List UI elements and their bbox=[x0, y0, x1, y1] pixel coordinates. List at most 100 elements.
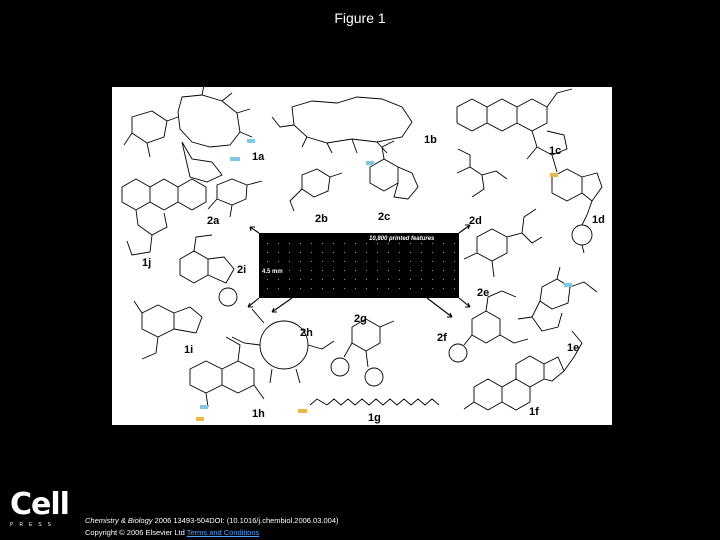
array-spot bbox=[366, 252, 367, 253]
label-1b: 1b bbox=[424, 134, 437, 146]
array-spot bbox=[344, 261, 345, 262]
structure-2i bbox=[179, 234, 238, 307]
array-spot bbox=[311, 270, 312, 271]
arrows bbox=[247, 224, 471, 318]
array-spot bbox=[410, 252, 411, 253]
array-spot bbox=[355, 279, 356, 280]
structure-1d bbox=[551, 168, 603, 254]
array-spot bbox=[322, 252, 323, 253]
structure-1i bbox=[133, 300, 203, 360]
array-spot bbox=[344, 279, 345, 280]
array-spot bbox=[267, 288, 268, 289]
array-spot bbox=[388, 288, 389, 289]
array-spot bbox=[355, 270, 356, 271]
array-spot bbox=[399, 288, 400, 289]
array-spot bbox=[366, 270, 367, 271]
array-spot bbox=[333, 243, 334, 244]
structure-1b bbox=[271, 96, 413, 154]
array-spot bbox=[267, 243, 268, 244]
array-spot bbox=[311, 288, 312, 289]
array-spot bbox=[300, 243, 301, 244]
array-spot bbox=[399, 270, 400, 271]
label-1i: 1i bbox=[184, 344, 194, 356]
array-spot bbox=[355, 261, 356, 262]
citation: Chemistry & Biology 2006 13493-504DOI: (… bbox=[85, 515, 339, 539]
label-1c: 1c bbox=[549, 145, 562, 157]
figure-panel: 1a 1b 1c 1d 1e 1f 1g 1h 1i 1j 2a 2b 2c 2… bbox=[112, 87, 612, 425]
array-spot bbox=[377, 270, 378, 271]
structure-1h bbox=[189, 336, 265, 408]
array-spot bbox=[344, 288, 345, 289]
structure-2b bbox=[289, 168, 343, 212]
array-spot bbox=[366, 279, 367, 280]
array-spot bbox=[454, 279, 455, 280]
terms-link[interactable]: Terms and Conditions bbox=[186, 528, 260, 537]
microarray-image: 10,800 printed features 4.5 mm bbox=[259, 233, 459, 298]
array-spot bbox=[432, 279, 433, 280]
label-1f: 1f bbox=[529, 406, 539, 418]
citation-details: 2006 13493-504DOI: (10.1016/j.chembiol.2… bbox=[152, 516, 339, 525]
array-spot bbox=[289, 243, 290, 244]
array-spot bbox=[388, 252, 389, 253]
array-spot bbox=[278, 252, 279, 253]
array-spot bbox=[300, 279, 301, 280]
array-spot bbox=[289, 252, 290, 253]
scale-text: 4.5 mm bbox=[262, 269, 283, 275]
array-spot bbox=[399, 243, 400, 244]
array-spot bbox=[278, 261, 279, 262]
array-spot bbox=[355, 288, 356, 289]
array-spot bbox=[311, 261, 312, 262]
array-spot bbox=[344, 270, 345, 271]
array-spot bbox=[421, 279, 422, 280]
structure-2d bbox=[456, 148, 508, 198]
label-2c: 2c bbox=[378, 211, 391, 223]
array-spot bbox=[322, 288, 323, 289]
array-spot bbox=[443, 279, 444, 280]
array-spot bbox=[377, 252, 378, 253]
array-spot bbox=[399, 261, 400, 262]
array-spot bbox=[267, 279, 268, 280]
array-spot bbox=[443, 261, 444, 262]
copyright-text: Copyright © 2006 Elsevier Ltd bbox=[85, 528, 185, 537]
array-spot bbox=[388, 270, 389, 271]
label-2i: 2i bbox=[237, 264, 247, 276]
label-2a: 2a bbox=[207, 215, 220, 227]
array-spot bbox=[454, 288, 455, 289]
label-1j: 1j bbox=[142, 257, 152, 269]
label-1g: 1g bbox=[368, 412, 381, 424]
array-spot bbox=[267, 252, 268, 253]
array-spot bbox=[300, 288, 301, 289]
array-spot bbox=[289, 261, 290, 262]
array-spot bbox=[421, 270, 422, 271]
structure-1j bbox=[121, 178, 207, 256]
array-spot bbox=[410, 279, 411, 280]
label-2e: 2e bbox=[477, 287, 490, 299]
array-spot bbox=[432, 261, 433, 262]
structure-1a bbox=[123, 87, 253, 183]
array-spot bbox=[333, 261, 334, 262]
array-spot bbox=[454, 243, 455, 244]
citation-line-2: Copyright © 2006 Elsevier Ltd Terms and … bbox=[85, 527, 339, 539]
label-2d: 2d bbox=[469, 215, 482, 227]
array-spot bbox=[410, 261, 411, 262]
array-spot bbox=[388, 261, 389, 262]
array-spot bbox=[355, 243, 356, 244]
array-spot bbox=[311, 279, 312, 280]
array-spot bbox=[311, 252, 312, 253]
array-spot bbox=[410, 270, 411, 271]
array-spot bbox=[443, 243, 444, 244]
array-spot bbox=[278, 270, 279, 271]
label-1d: 1d bbox=[592, 214, 605, 226]
array-spot bbox=[454, 261, 455, 262]
array-spot bbox=[300, 261, 301, 262]
structure-2g bbox=[330, 318, 395, 387]
label-1e: 1e bbox=[567, 342, 580, 354]
structure-1e bbox=[517, 266, 598, 332]
citation-line-1: Chemistry & Biology 2006 13493-504DOI: (… bbox=[85, 515, 339, 527]
label-2g: 2g bbox=[354, 313, 367, 325]
array-spot bbox=[443, 270, 444, 271]
array-spot bbox=[333, 288, 334, 289]
structure-1f bbox=[463, 330, 583, 411]
structure-2a bbox=[207, 178, 263, 218]
array-spot bbox=[377, 261, 378, 262]
